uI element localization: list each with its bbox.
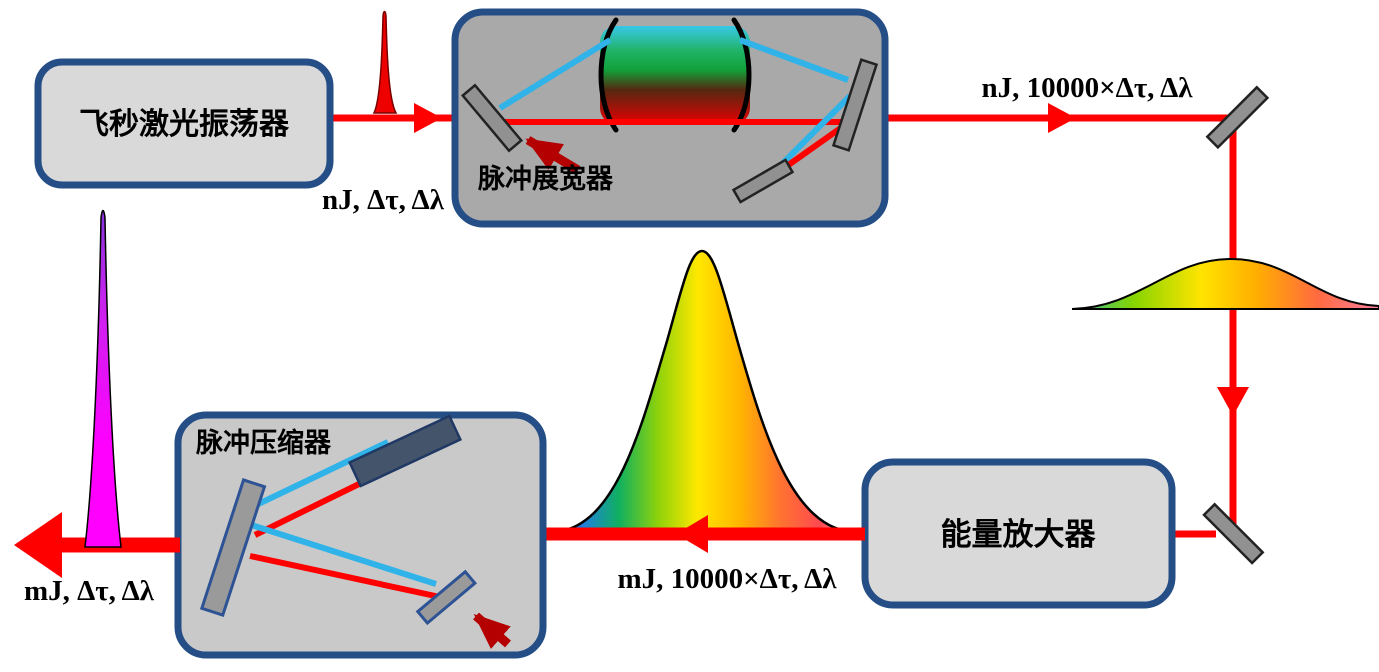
- stretcher-injection-arrow: [525, 136, 581, 174]
- input-pulse-spike: [372, 10, 398, 114]
- stretcher-mirror-right: [831, 58, 879, 152]
- annotation-after-stretcher: nJ, 10000×Δτ, Δλ: [981, 72, 1193, 104]
- amplifier-label: 能量放大器: [941, 517, 1097, 552]
- oscillator-block: 飞秒激光振荡器: [34, 58, 334, 189]
- compressor-beam-red-2: [249, 553, 441, 600]
- arrowhead-to-stretcher: [414, 103, 442, 133]
- stretcher-beam-blue-2: [738, 37, 850, 83]
- oscillator-box: [34, 58, 334, 189]
- compressor-grating-left: [199, 478, 267, 618]
- annotation-after-amplifier: mJ, 10000×Δτ, Δλ: [617, 563, 837, 595]
- amplifier-block: 能量放大器: [861, 458, 1176, 609]
- compressor-mirror-bottom: [415, 569, 478, 626]
- compressor-beam-blue-2: [241, 519, 437, 587]
- compressor-beam-blue-1: [248, 439, 390, 511]
- annotation-after-oscillator: nJ, Δτ, Δλ: [322, 184, 445, 216]
- fold-mirror-top-right: [1205, 85, 1270, 150]
- compressor-grating-top: [347, 414, 463, 488]
- oscillator-label: 飞秒激光振荡器: [79, 108, 290, 141]
- arrowhead-down: [1217, 387, 1249, 416]
- stretcher-block: 脉冲展宽器: [451, 8, 889, 228]
- compressor-injection-arrow: [473, 612, 511, 650]
- arrowhead-to-compressor: [676, 515, 708, 553]
- stretcher-label: 脉冲展宽器: [477, 163, 614, 194]
- fold-mirror-bottom-right: [1202, 502, 1265, 565]
- annotation-output: mJ, Δτ, Δλ: [24, 575, 155, 607]
- chirped-pulse-large: [551, 249, 857, 534]
- chirped-pulse-small: [1071, 257, 1379, 310]
- stretcher-beam-blue-1: [498, 37, 612, 111]
- compressor-block: 脉冲压缩器: [174, 411, 547, 659]
- output-pulse-spike: [84, 209, 122, 548]
- stretcher-dispersive-medium: [600, 26, 750, 124]
- arrowhead-after-stretcher: [1048, 103, 1076, 133]
- compressor-label: 脉冲压缩器: [195, 427, 332, 458]
- stretcher-mirror-left: [460, 83, 524, 153]
- arrowhead-output: [14, 512, 62, 578]
- stretcher-mirror-bottom: [731, 158, 795, 204]
